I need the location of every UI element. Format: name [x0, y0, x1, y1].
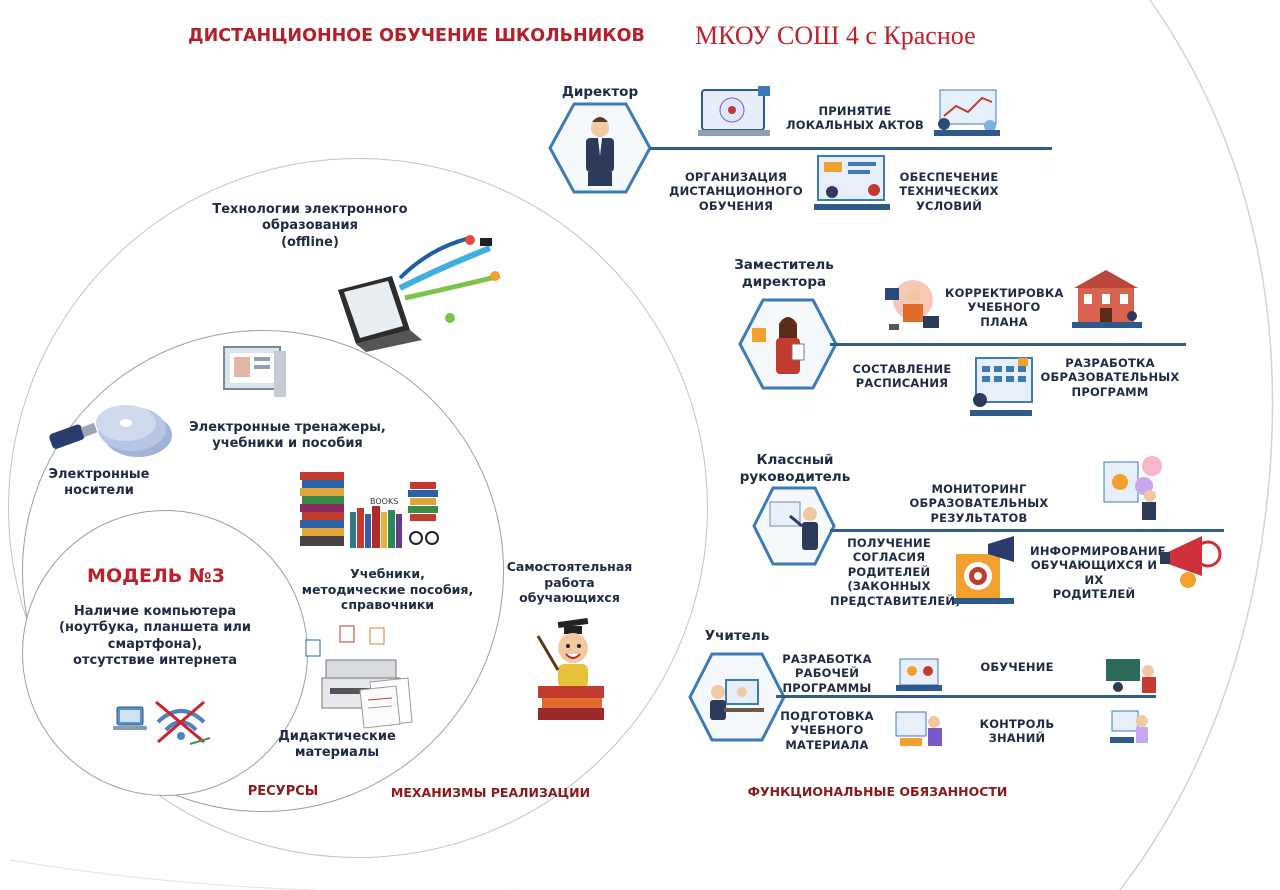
role-class-teacher-name: Классный руководитель — [739, 452, 851, 485]
monitoring-illustration — [1103, 456, 1162, 520]
laptop-icon — [113, 706, 147, 730]
laptop-tech-illustration — [338, 235, 501, 352]
page-title: ДИСТАНЦИОННОЕ ОБУЧЕНИЕ ШКОЛЬНИКОВ — [188, 26, 645, 46]
model-circle — [22, 510, 308, 796]
megaphone-target-illustration — [954, 536, 1014, 604]
informing-megaphone-illustration — [1160, 536, 1222, 588]
deputy-line — [830, 343, 1186, 346]
resources-section-label: РЕСУРСЫ — [247, 784, 319, 799]
director-hexagon — [548, 102, 652, 194]
media-label: Электронные носители — [48, 467, 150, 499]
mechanisms-section-label: МЕХАНИЗМЫ РЕАЛИЗАЦИИ — [390, 785, 591, 800]
director-line — [650, 147, 1052, 150]
local-acts-illustration — [698, 86, 770, 136]
trainers-label: Электронные тренажеры, учебники и пособи… — [189, 420, 386, 452]
duties-section-label: ФУНКЦИОНАЛЬНЫЕ ОБЯЗАННОСТИ — [747, 784, 1008, 799]
control-illustration — [1110, 710, 1148, 743]
model-description: Наличие компьютера (ноутбука, планшета и… — [59, 604, 251, 668]
teacher-duty-teaching: ОБУЧЕНИЕ — [980, 660, 1054, 674]
self-work-label: Самостоятельная работа обучающихся — [506, 559, 633, 606]
schedule-illustration — [970, 357, 1033, 416]
teaching-illustration — [1106, 659, 1156, 693]
director-duty-local-acts: ПРИНЯТИЕ ЛОКАЛЬНЫХ АКТОВ — [785, 104, 925, 133]
organization-illustration — [814, 155, 890, 210]
teacher-line — [776, 695, 1156, 698]
class-teacher-duty-monitoring: МОНИТОРИНГ ОБРАЗОВАТЕЛЬНЫХ РЕЗУЛЬТАТОВ — [909, 482, 1049, 525]
computer-screen-icon — [223, 346, 286, 397]
school-name: МКОУ СОШ 4 с Красное — [695, 21, 976, 50]
resources-circle — [22, 330, 504, 812]
materials-illustration — [895, 711, 942, 746]
student-illustration — [536, 617, 604, 720]
mechanisms-circle — [8, 158, 708, 858]
director-duty-organization: ОРГАНИЗАЦИЯ ДИСТАНЦИОННОГО ОБУЧЕНИЯ — [669, 170, 803, 213]
offline-tech-label: Технологии электронного образования (off… — [212, 202, 408, 250]
didactic-materials-illustration — [305, 625, 413, 729]
no-wifi-icon — [155, 700, 211, 745]
program-illustration — [896, 658, 942, 691]
books-illustration: BOOKS — [300, 472, 439, 548]
didactic-label: Дидактические материалы — [278, 729, 396, 761]
role-teacher-name: Учитель — [704, 628, 770, 644]
school-building-illustration — [1072, 270, 1142, 328]
class-teacher-hexagon — [752, 486, 836, 566]
role-director-name: Директор — [561, 84, 639, 100]
teacher-duty-materials: ПОДГОТОВКА УЧЕБНОГО МАТЕРИАЛА — [780, 709, 874, 752]
curriculum-illustration — [885, 280, 939, 330]
svg-text:BOOKS: BOOKS — [370, 497, 398, 506]
deputy-hexagon — [738, 298, 838, 390]
textbooks-label: Учебники, методические пособия, справочн… — [301, 566, 474, 613]
usb-discs-icon — [49, 405, 172, 457]
class-teacher-line — [830, 529, 1224, 532]
deputy-duty-programs: РАЗРАБОТКА ОБРАЗОВАТЕЛЬНЫХ ПРОГРАММ — [1040, 356, 1180, 399]
deputy-duty-curriculum: КОРРЕКТИРОВКА УЧЕБНОГО ПЛАНА — [945, 286, 1064, 329]
teacher-duty-control: КОНТРОЛЬ ЗНАНИЙ — [979, 717, 1055, 746]
model-heading: МОДЕЛЬ №3 — [87, 565, 225, 587]
role-deputy-name: Заместитель директора — [734, 257, 834, 290]
class-teacher-duty-consent: ПОЛУЧЕНИЕ СОГЛАСИЯ РОДИТЕЛЕЙ (ЗАКОННЫХ П… — [830, 536, 961, 608]
director-duty-technical: ОБЕСПЕЧЕНИЕ ТЕХНИЧЕСКИХ УСЛОВИЙ — [899, 170, 999, 213]
teacher-duty-program: РАЗРАБОТКА РАБОЧЕЙ ПРОГРАММЫ — [782, 652, 872, 695]
teacher-hexagon — [688, 652, 786, 742]
class-teacher-duty-informing: ИНФОРМИРОВАНИЕ ОБУЧАЮЩИХСЯ И ИХ РОДИТЕЛЕ… — [1030, 544, 1166, 602]
meeting-illustration — [934, 89, 1000, 136]
deputy-duty-schedule: СОСТАВЛЕНИЕ РАСПИСАНИЯ — [852, 362, 952, 391]
